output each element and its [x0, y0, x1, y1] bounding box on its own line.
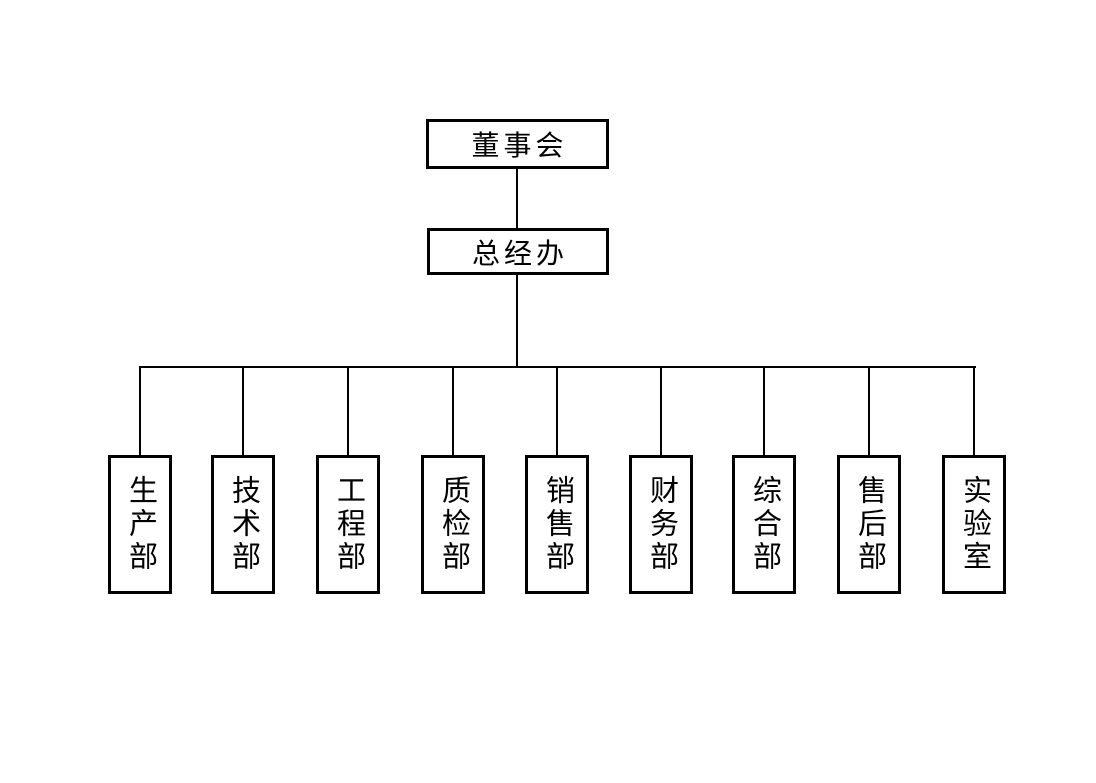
connector-drop-laboratory [973, 366, 975, 456]
connector-drop-finance [660, 366, 662, 456]
connector-drop-after-sales [868, 366, 870, 456]
org-node-engineering-dept: 工程部 [316, 455, 380, 594]
org-node-general-affairs-dept: 综合部 [732, 455, 796, 594]
connector-drop-sales [556, 366, 558, 456]
org-node-engineering-dept-label: 工程部 [332, 475, 365, 574]
org-node-quality-dept: 质检部 [421, 455, 485, 594]
org-node-gm-office: 总经办 [427, 228, 609, 275]
org-node-sales-dept-label: 销售部 [541, 475, 574, 574]
org-node-sales-dept: 销售部 [525, 455, 589, 594]
org-node-laboratory-label: 实验室 [958, 475, 991, 574]
org-node-board-label: 董事会 [471, 131, 568, 162]
connector-drop-quality [452, 366, 454, 456]
org-node-board: 董事会 [426, 119, 609, 169]
org-node-production-dept: 生产部 [108, 455, 172, 594]
org-node-technology-dept: 技术部 [211, 455, 275, 594]
org-node-production-dept-label: 生产部 [124, 475, 157, 574]
org-node-after-sales-dept-label: 售后部 [853, 475, 886, 574]
connector-drop-technology [242, 366, 244, 456]
org-node-gm-office-label: 总经办 [471, 238, 568, 270]
org-node-finance-dept: 财务部 [629, 455, 693, 594]
org-node-technology-dept-label: 技术部 [227, 475, 260, 574]
org-node-finance-dept-label: 财务部 [645, 475, 678, 574]
connector-drop-engineering [347, 366, 349, 456]
org-node-general-affairs-dept-label: 综合部 [748, 475, 781, 574]
connector-board-to-gm [516, 167, 518, 230]
connector-drop-general-affairs [763, 366, 765, 456]
org-node-after-sales-dept: 售后部 [837, 455, 901, 594]
connector-gm-to-bus [516, 273, 518, 368]
org-node-quality-dept-label: 质检部 [437, 475, 470, 574]
connector-drop-production [139, 366, 141, 456]
org-node-laboratory: 实验室 [942, 455, 1006, 594]
